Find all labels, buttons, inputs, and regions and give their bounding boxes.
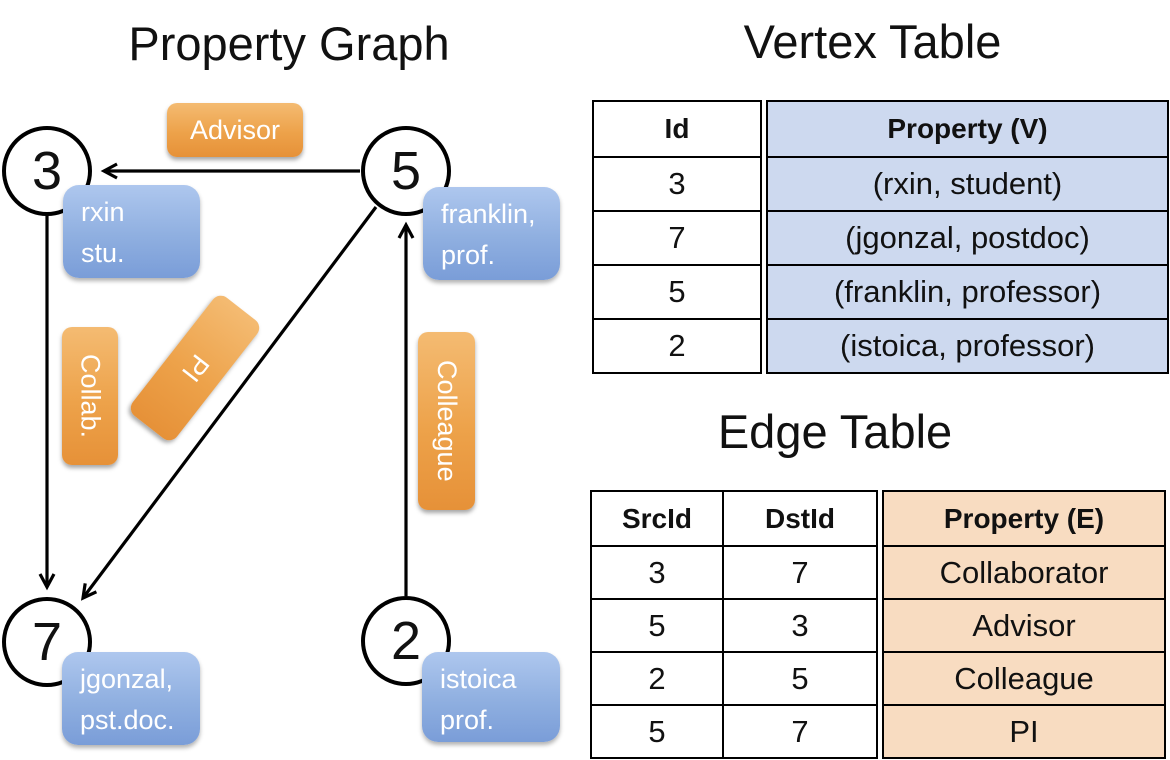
vertex-property-box-3: rxin stu. (63, 185, 200, 278)
edge-label-advisor: Advisor (167, 103, 303, 157)
table-cell: 2 (594, 318, 760, 372)
vertex-property-line: pst.doc. (80, 705, 175, 735)
table-cell: Colleague (884, 651, 1164, 704)
table-cell: 7 (724, 545, 876, 598)
vertex-property-line: rxin (81, 197, 125, 227)
table-cell: 5 (594, 264, 760, 318)
vertex-property-line: prof. (440, 705, 495, 735)
table-cell: 5 (592, 704, 722, 757)
vertex-property-box-7: jgonzal, pst.doc. (62, 652, 200, 745)
vertex-property-line: jgonzal, (80, 664, 174, 694)
edge-label-pi: PI (126, 291, 264, 445)
table-cell: Collaborator (884, 545, 1164, 598)
vertex-property-line: istoica (440, 664, 517, 694)
table-cell: (jgonzal, postdoc) (768, 210, 1167, 264)
vertex-node-5: 5 (361, 126, 451, 216)
table-cell: 5 (592, 598, 722, 651)
edge-table-header-dstid: DstId (765, 502, 835, 534)
edge-table-property-column: Property (E) Collaborator Advisor Collea… (882, 490, 1166, 759)
table-cell: 2 (592, 651, 722, 704)
edge-table-dstid-column: DstId 7 3 5 7 (722, 492, 876, 757)
edge-table: SrcId 3 5 2 5 DstId 7 3 5 7 Property (E)… (590, 490, 1166, 759)
property-graph-title: Property Graph (128, 17, 450, 70)
table-cell: (rxin, student) (768, 156, 1167, 210)
edge-table-id-columns: SrcId 3 5 2 5 DstId 7 3 5 7 (590, 490, 878, 759)
table-cell: 3 (592, 545, 722, 598)
vertex-table-id-column: Id 3 7 5 2 (592, 100, 762, 374)
edge-table-header-srcid: SrcId (621, 502, 693, 534)
vertex-property-line: prof. (441, 240, 496, 270)
table-cell: (istoica, professor) (768, 318, 1167, 372)
vertex-table-title: Vertex Table (743, 15, 1002, 68)
vertex-property-line: franklin, (441, 199, 536, 229)
vertex-property-box-2: istoica prof. (422, 652, 560, 742)
edge-label-colleague: Colleague (418, 332, 475, 510)
table-cell: 3 (594, 156, 760, 210)
vertex-table-header-property: Property (V) (887, 113, 1048, 144)
edge-label-collab: Collab. (62, 327, 118, 465)
table-cell: 5 (724, 651, 876, 704)
vertex-property-line: stu. (81, 238, 125, 268)
table-cell: (franklin, professor) (768, 264, 1167, 318)
vertex-node-3: 3 (2, 126, 92, 216)
table-cell: Advisor (884, 598, 1164, 651)
table-cell: 7 (594, 210, 760, 264)
table-cell: 7 (724, 704, 876, 757)
edge-table-header-property: Property (E) (943, 502, 1105, 534)
vertex-table-header-id: Id (664, 113, 690, 144)
table-cell: 3 (724, 598, 876, 651)
vertex-property-box-5: franklin, prof. (423, 187, 560, 280)
edge-table-srcid-column: SrcId 3 5 2 5 (592, 492, 722, 757)
vertex-table: Id 3 7 5 2 Property (V) (rxin, student) … (592, 100, 1169, 374)
edge-table-title: Edge Table (717, 405, 953, 458)
vertex-table-property-column: Property (V) (rxin, student) (jgonzal, p… (766, 100, 1169, 374)
table-cell: PI (884, 704, 1164, 757)
